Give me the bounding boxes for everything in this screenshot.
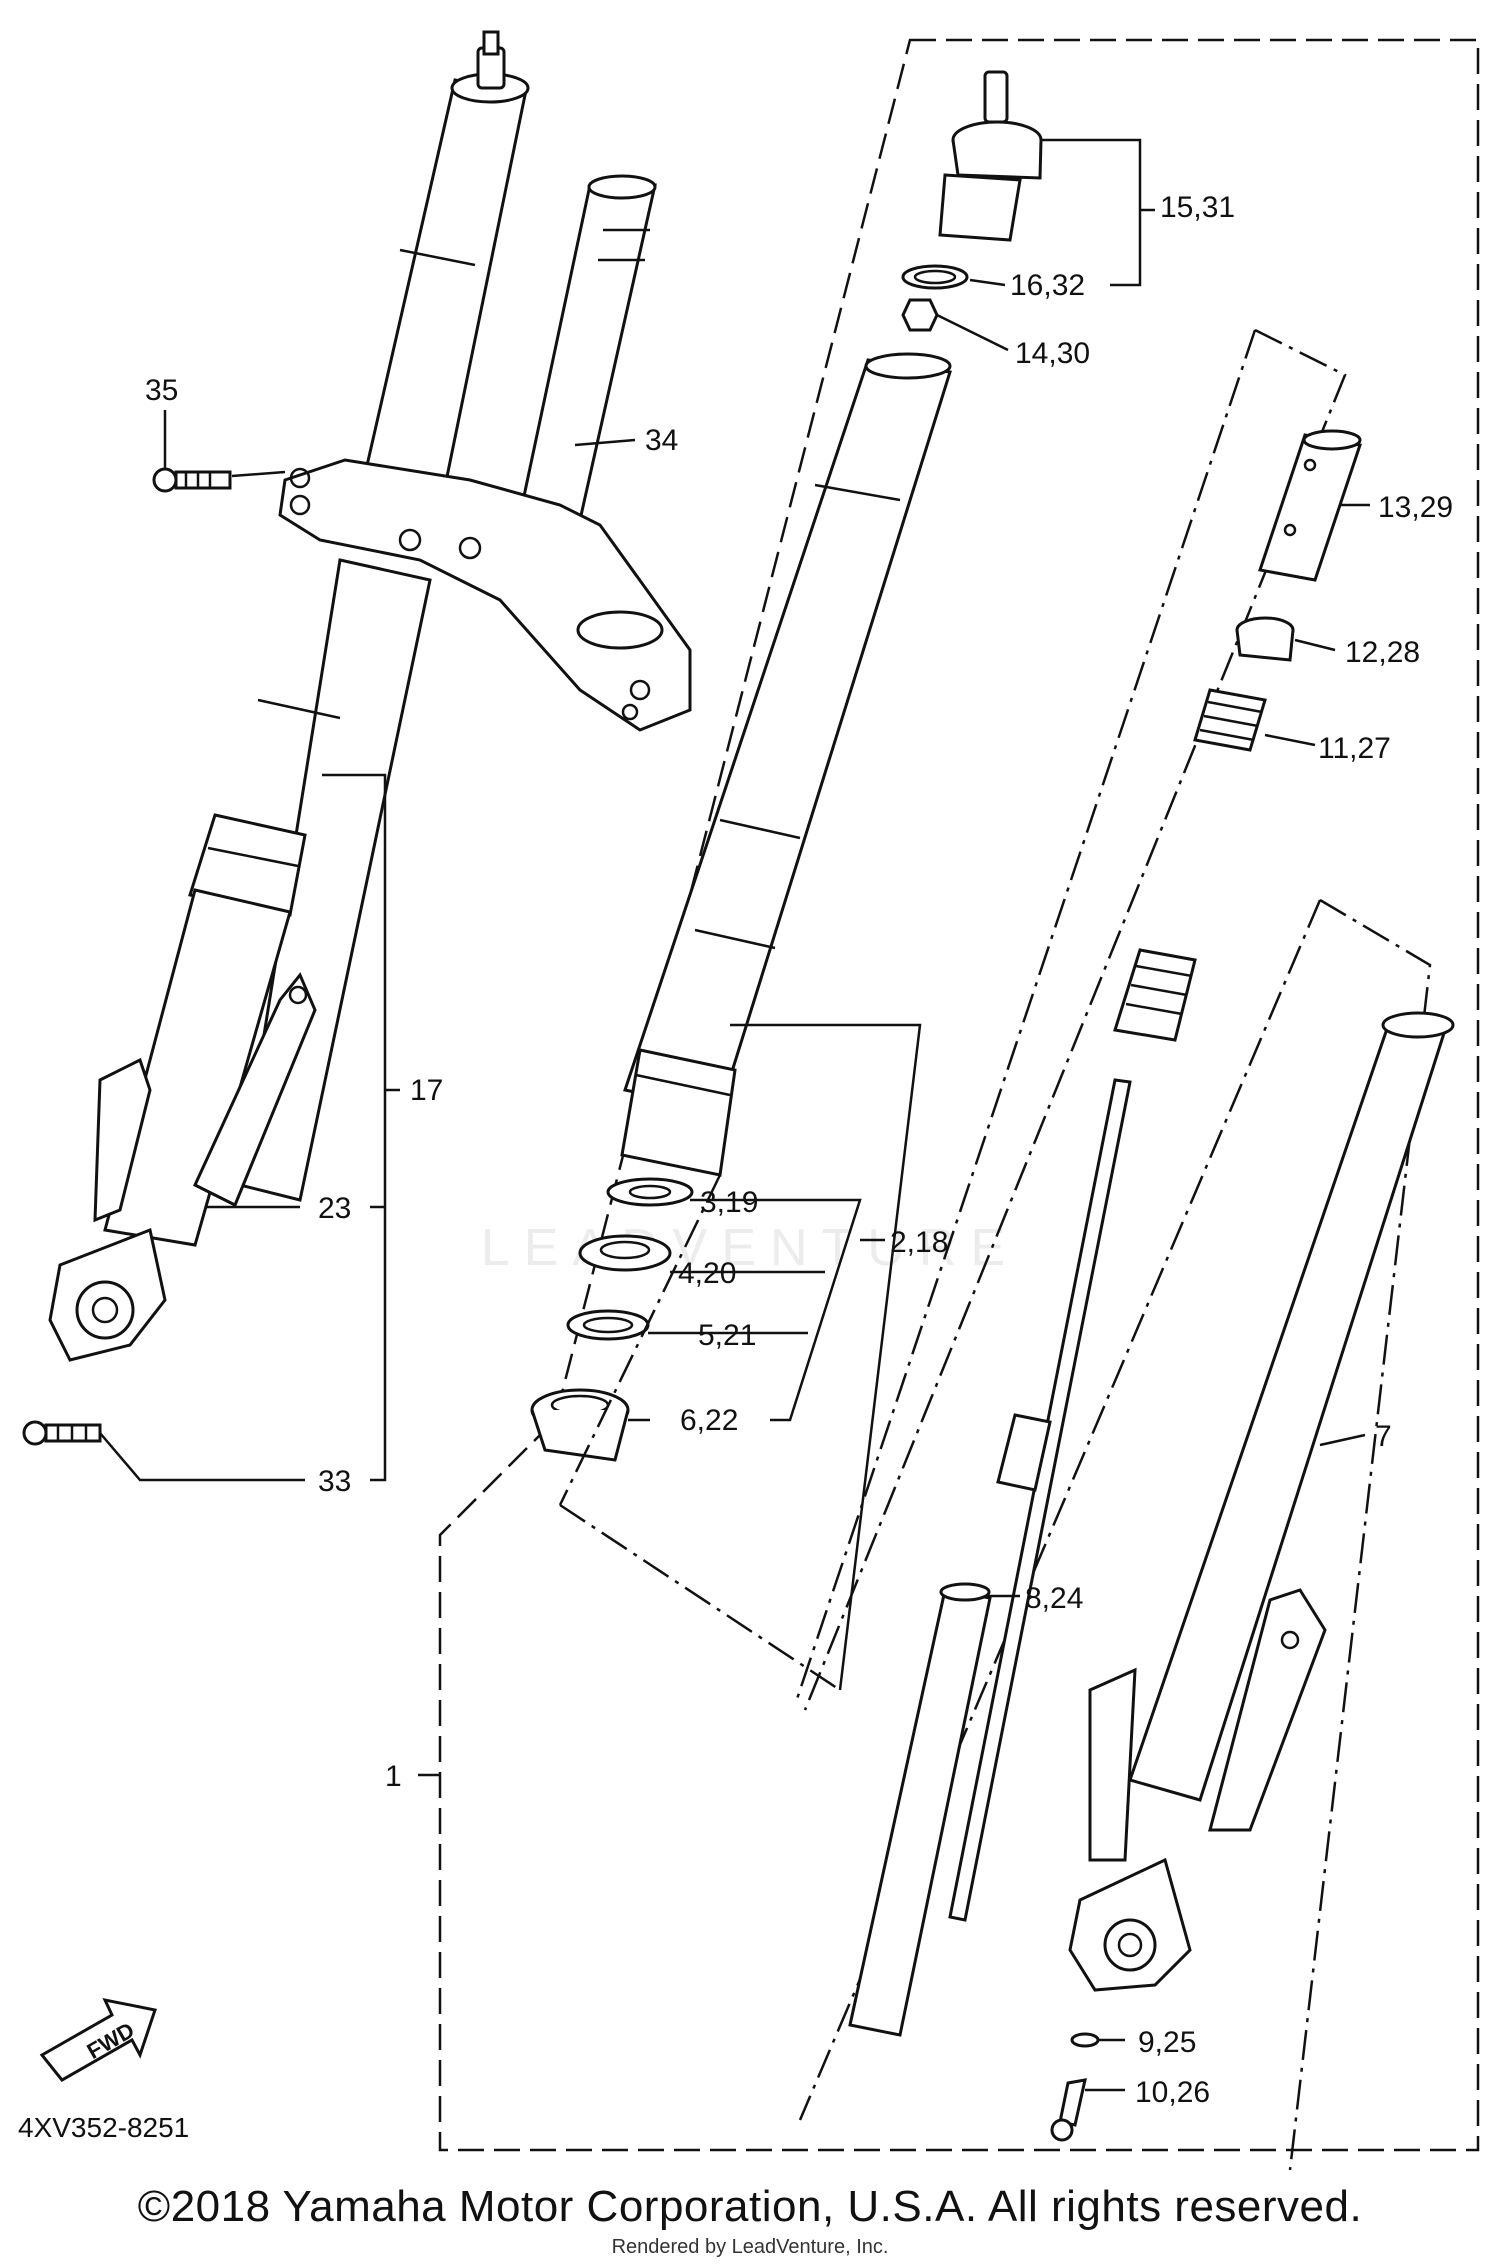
callout-17: 17 — [410, 1074, 443, 1107]
callout-33: 33 — [318, 1465, 351, 1498]
bolt-33 — [22, 1420, 102, 1446]
callout-35: 35 — [145, 374, 178, 407]
callout-15-31: 15,31 — [1160, 191, 1235, 224]
damper-rod-8-24 — [848, 1078, 1132, 2037]
fwd-arrow-icon: FWD — [39, 1997, 157, 2082]
cap-bolt-15-31 — [938, 70, 1043, 242]
assembly-boundary-dashed — [438, 38, 1480, 2152]
callout-16-32: 16,32 — [1010, 269, 1085, 302]
seat-12-28 — [1235, 616, 1295, 662]
callout-34: 34 — [645, 424, 678, 457]
diagram-code: 4XV352-8251 — [18, 2112, 190, 2143]
callout-2-18: 2,18 — [890, 1226, 948, 1259]
nut-14-30 — [901, 298, 939, 332]
outer-tube-7 — [1068, 1011, 1455, 1992]
callout-9-25: 9,25 — [1138, 2026, 1196, 2059]
spring-11-27 — [1193, 688, 1267, 752]
upper-bracket — [278, 174, 692, 732]
callout-7: 7 — [1375, 1420, 1392, 1453]
bolt-10-26 — [1050, 2078, 1087, 2142]
callout-14-30: 14,30 — [1015, 337, 1090, 370]
seal-parts — [530, 1177, 694, 1462]
spring-lower — [1113, 948, 1197, 1042]
rendered-by-credit: Rendered by LeadVenture, Inc. — [611, 2236, 889, 2258]
bolt-35 — [152, 467, 232, 493]
oil-seal-4-20 — [578, 1234, 672, 1272]
callout-12-28: 12,28 — [1345, 636, 1420, 669]
callout-5-21: 5,21 — [698, 1319, 756, 1352]
clip-5-21 — [566, 1309, 650, 1341]
copyright-notice: ©2018 Yamaha Motor Corporation, U.S.A. A… — [137, 2182, 1363, 2231]
spacer-13-29 — [1258, 429, 1362, 582]
callout-23: 23 — [318, 1192, 351, 1225]
o-ring-16-32 — [901, 264, 969, 290]
washer-9-25 — [1070, 2032, 1100, 2048]
callout-13-29: 13,29 — [1378, 491, 1453, 524]
leadventure-watermark: LEADVENTURE — [480, 1219, 1020, 1277]
callout-3-19: 3,19 — [700, 1186, 758, 1219]
inner-tube-exploded — [620, 352, 952, 1177]
callout-4-20: 4,20 — [678, 1257, 736, 1290]
callout-6-22: 6,22 — [680, 1404, 738, 1437]
callout-11-27: 11,27 — [1318, 732, 1391, 765]
callout-1: 1 — [385, 1760, 402, 1793]
washer-3-19 — [606, 1177, 694, 1207]
callout-10-26: 10,26 — [1135, 2076, 1210, 2109]
callout-8-24: 8,24 — [1025, 1582, 1083, 1615]
leader-lines — [99, 138, 1370, 2092]
assembled-fork-left — [48, 30, 530, 1362]
